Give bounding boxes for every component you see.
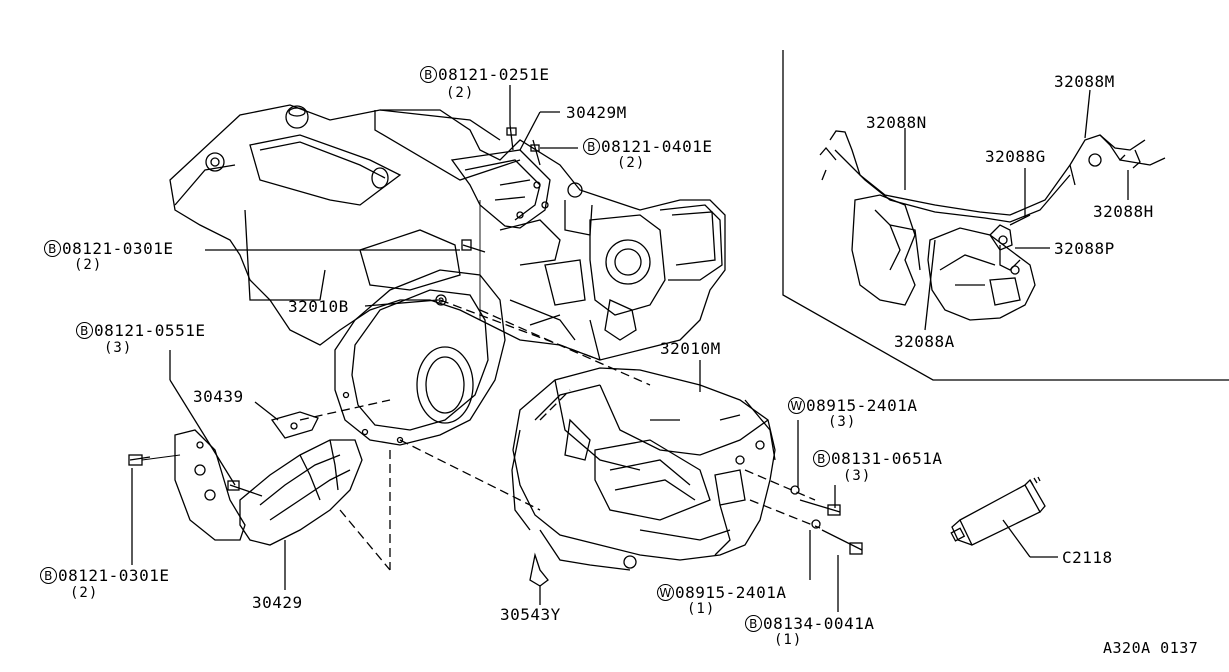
callout-32088N[interactable]: 32088N [866, 113, 927, 132]
callout-30429[interactable]: 30429 [252, 593, 303, 612]
inset-transaxle [851, 194, 1036, 321]
inset-linkage [819, 130, 1166, 271]
leader-lines [131, 85, 1129, 612]
bolt-b-icon: B [420, 66, 437, 83]
bolt-b-icon: B [583, 138, 600, 155]
callout-qty: (1) [687, 601, 716, 617]
callout-qty: (3) [843, 468, 872, 484]
bolt-b-icon: B [76, 322, 93, 339]
callout-32088A[interactable]: 32088A [894, 332, 955, 351]
callout-qty: (2) [446, 85, 475, 101]
lower-bracket [128, 411, 363, 546]
diagram-code: A320A 0137 [1103, 639, 1199, 657]
washer-w-icon: W [788, 397, 805, 414]
transaxle [511, 367, 776, 571]
callout-32010M[interactable]: 32010M [660, 339, 721, 358]
inset-frame [782, 50, 1229, 381]
callout-qty: (1) [774, 632, 803, 648]
callout-qty: (2) [617, 155, 646, 171]
callout-qty: (2) [74, 257, 103, 273]
alignment-lines [299, 299, 821, 571]
sealant-tube [950, 476, 1046, 546]
engine-block [169, 104, 726, 361]
callout-32088G[interactable]: 32088G [985, 147, 1046, 166]
bolt-b-icon: B [40, 567, 57, 584]
callout-C2118[interactable]: C2118 [1062, 548, 1113, 567]
callout-32088P[interactable]: 32088P [1054, 239, 1115, 258]
callout-30429M[interactable]: 30429M [566, 103, 627, 122]
callout-30543Y[interactable]: 30543Y [500, 605, 561, 624]
callout-32088M[interactable]: 32088M [1054, 72, 1115, 91]
bolts [461, 239, 863, 587]
callout-qty: (3) [104, 340, 133, 356]
callout-30439[interactable]: 30439 [193, 387, 244, 406]
callout-32010B[interactable]: 32010B [288, 297, 349, 316]
washer-w-icon: W [657, 584, 674, 601]
upper-bracket [450, 124, 551, 229]
bolt-b-icon: B [44, 240, 61, 257]
callout-qty: (3) [828, 414, 857, 430]
callout-qty: (2) [70, 585, 99, 601]
bolt-b-icon: B [813, 450, 830, 467]
callout-32088H[interactable]: 32088H [1093, 202, 1154, 221]
bell-housing [334, 269, 506, 446]
bolt-b-icon: B [745, 615, 762, 632]
